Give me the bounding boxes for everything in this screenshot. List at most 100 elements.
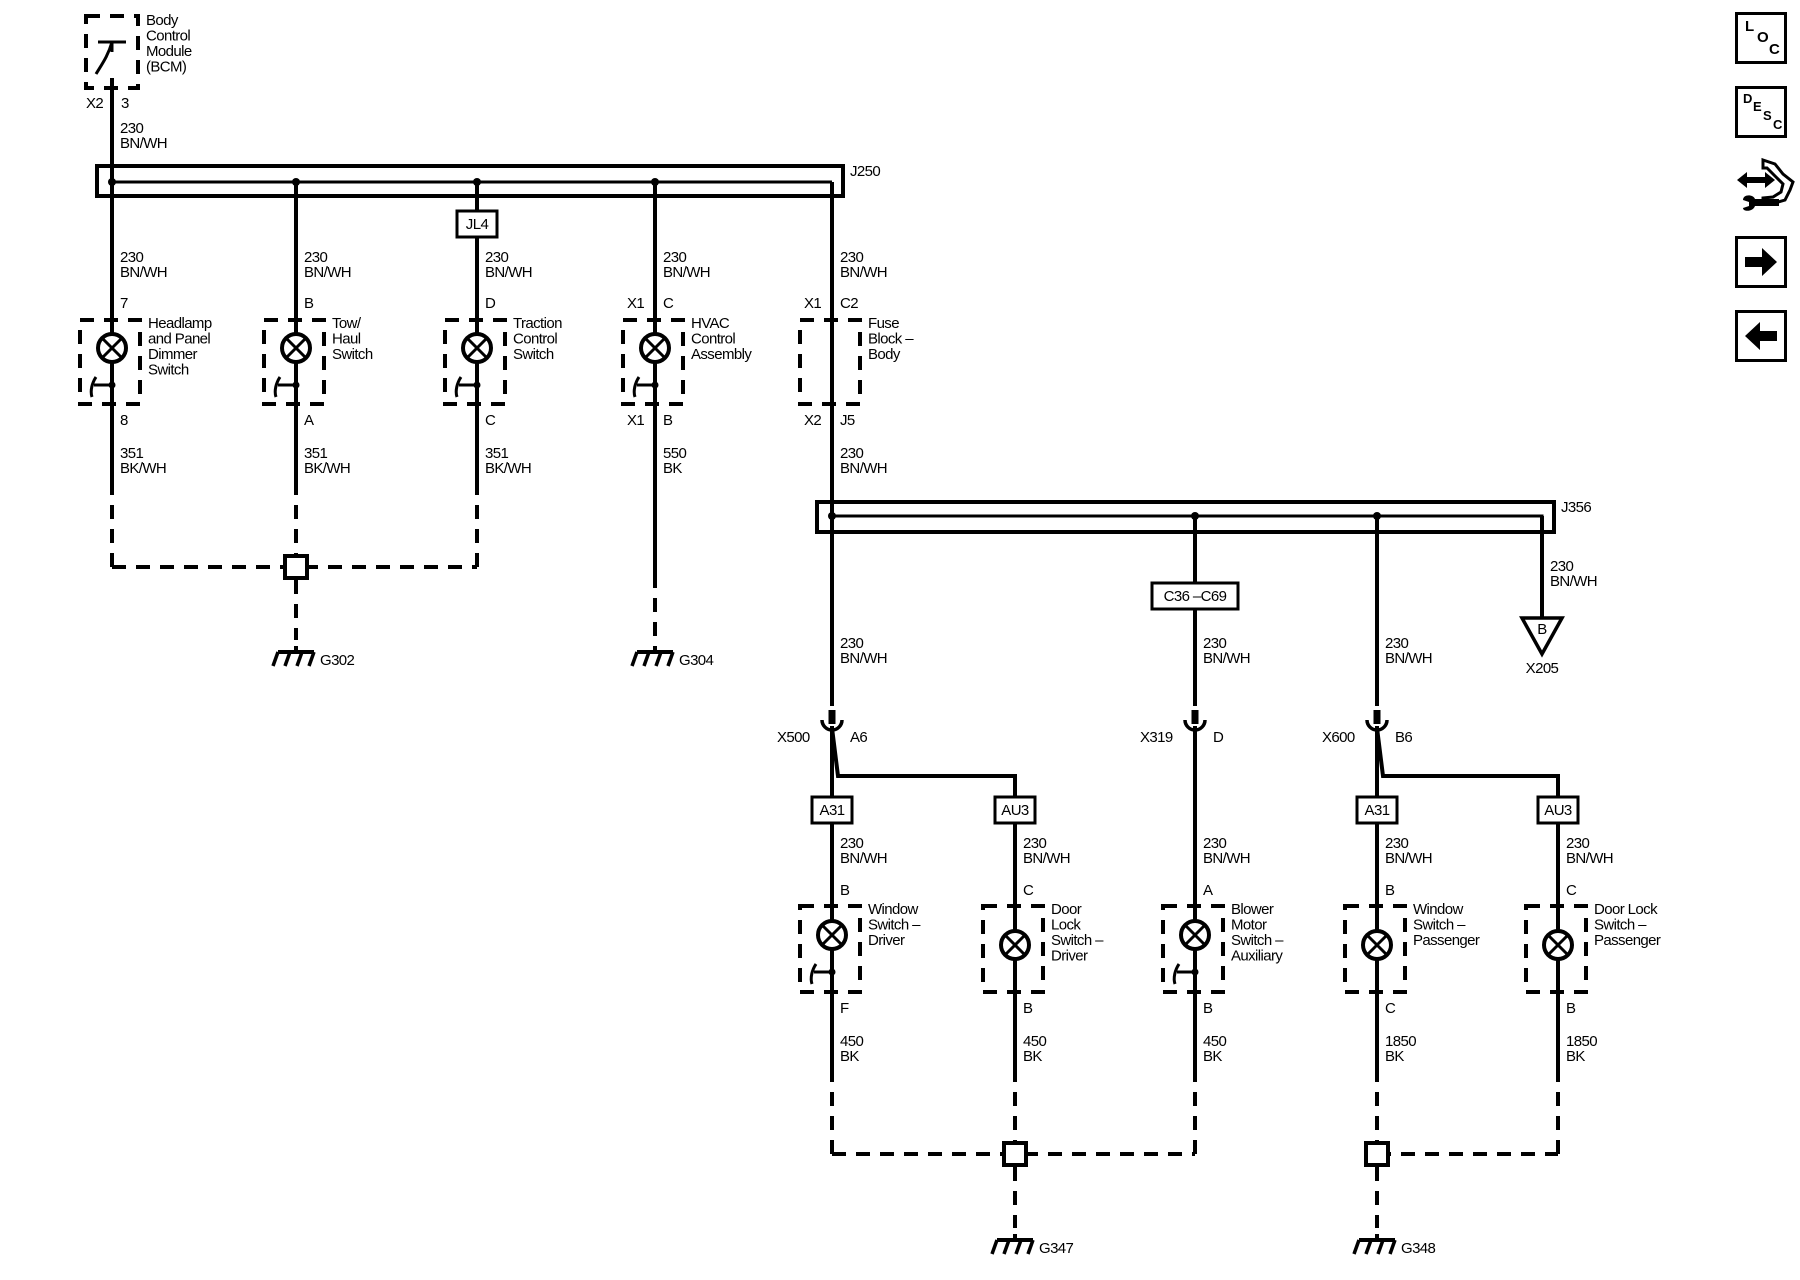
component-headlamp-output-pin: 8 (120, 412, 128, 429)
component-blower-aux-lamp-icon (1179, 919, 1211, 951)
branch-x500-fanout (830, 727, 1017, 800)
ground-hatch (630, 651, 639, 667)
lamp-cross (643, 336, 667, 360)
component-doorlock-passenger-label: Passenger (1594, 932, 1661, 949)
previous-page-button[interactable] (1735, 310, 1787, 362)
location-icon-char-l: L (1745, 18, 1755, 35)
component-doorlock-driver-label: Driver (1051, 948, 1088, 965)
component-window-passenger-label: Window (1413, 901, 1464, 918)
connector-end-view-button[interactable] (1735, 156, 1795, 216)
component-headlamp-switch-icon (89, 376, 116, 398)
ground-g302-label: G302 (320, 652, 355, 669)
branch-x600-branch-pin-label: B6 (1395, 729, 1412, 746)
branch-x319-branch-gauge-label: 230 (1203, 635, 1226, 652)
component-window-passenger-input-pin: B (1385, 882, 1395, 899)
next-page-button[interactable] (1735, 236, 1787, 288)
component-window-driver-option-label: A31 (820, 802, 845, 819)
branch-x600-branch-gauge-label: 230 (1385, 635, 1408, 652)
bcm-label: Module (146, 43, 192, 60)
branch-x500-branch-pin-label: A6 (850, 729, 867, 746)
component-hvac-output-wire-color-label: BK (663, 460, 682, 477)
lamp-cross (465, 336, 489, 360)
component-traction-label: Control (513, 331, 557, 348)
branch-x600-fanout (1375, 727, 1560, 800)
switch-node (108, 381, 116, 389)
splice-j356-label: J356 (1561, 499, 1591, 516)
component-window-driver-input-wire-color-label: BN/WH (840, 850, 887, 867)
ground-hatch (1002, 1239, 1011, 1255)
location-button[interactable]: L O C (1735, 12, 1787, 64)
component-fuse-block-output-connector: X2 (804, 412, 821, 429)
component-window-passenger-label: Switch – (1413, 917, 1466, 934)
component-window-passenger-label: Passenger (1413, 932, 1480, 949)
component-doorlock-driver-input-pin: C (1023, 882, 1034, 899)
component-traction-input-wire-color-label: BN/WH (485, 264, 532, 281)
branch-x319-branch-option-label: C36 –C69 (1164, 588, 1227, 605)
component-traction-label: Switch (513, 346, 554, 363)
component-blower-aux-output-wire-color-label: BK (1203, 1048, 1222, 1065)
ground-hatch (1352, 1239, 1361, 1255)
offpage-connector-triangle (1519, 616, 1565, 658)
component-blower-aux-label: Motor (1231, 917, 1267, 934)
switch-node (828, 968, 836, 976)
branch-x500-branch-color-label: BN/WH (840, 650, 887, 667)
component-hvac-switch-icon (632, 376, 659, 398)
ground-hatch (271, 651, 280, 667)
description-button[interactable]: D E S C (1735, 86, 1787, 138)
component-headlamp-label: Dimmer (148, 346, 197, 363)
component-blower-aux-label: Switch – (1231, 932, 1284, 949)
component-tow-haul-label: Haul (332, 331, 361, 348)
switch-node (651, 381, 659, 389)
component-doorlock-driver-input-wire-gauge-label: 230 (1023, 835, 1046, 852)
component-tow-haul-input-wire-gauge-label: 230 (304, 249, 327, 266)
component-traction-input-pin: D (485, 295, 496, 312)
component-doorlock-passenger-label: Door Lock (1594, 901, 1658, 918)
component-fuse-block-input-wire-color-label: BN/WH (840, 264, 887, 281)
component-hvac-input-wire-color-label: BN/WH (663, 264, 710, 281)
ground-hatch (307, 651, 316, 667)
ground-g302 (271, 646, 316, 667)
ground-g348-label: G348 (1401, 1240, 1436, 1257)
description-icon-char-s: S (1763, 108, 1772, 123)
branch-x319-branch-color-label: BN/WH (1203, 650, 1250, 667)
bcm-label: Body (146, 12, 179, 29)
component-traction-label: Traction (513, 315, 562, 332)
component-tow-haul-output-pin: A (304, 412, 314, 429)
component-hvac-output-wire-gauge-label: 550 (663, 445, 686, 462)
component-hvac-input-connector: X1 (627, 295, 644, 312)
component-blower-aux-label: Auxiliary (1231, 948, 1283, 965)
component-fuse-block-output-wire-color-label: BN/WH (840, 460, 887, 477)
component-blower-aux-input-wire-color-label: BN/WH (1203, 850, 1250, 867)
component-tow-haul-output-wire-color-label: BK/WH (304, 460, 350, 477)
component-doorlock-passenger-option-label: AU3 (1544, 802, 1572, 819)
switch-contact (1172, 963, 1195, 985)
component-traction-option-label-box (455, 209, 499, 239)
component-window-passenger-output-pin: C (1385, 1000, 1396, 1017)
component-fuse-block-output-pin: J5 (840, 412, 855, 429)
component-headlamp-input-wire-color-label: BN/WH (120, 264, 167, 281)
lamp-cross (1365, 933, 1389, 957)
description-icon-char-c: C (1773, 117, 1783, 132)
component-fuse-block-label: Fuse (868, 315, 899, 332)
branch-x205-branch-color-label: BN/WH (1550, 573, 1597, 590)
ground-hatch (654, 651, 663, 667)
component-doorlock-passenger-input-wire-color-label: BN/WH (1566, 850, 1613, 867)
branch-x600-branch-color-label: BN/WH (1385, 650, 1432, 667)
component-hvac-output-connector: X1 (627, 412, 644, 429)
switch-node (1191, 968, 1199, 976)
switch-contact (809, 963, 832, 985)
component-window-driver-switch-icon (809, 963, 836, 985)
arrow-left-icon (1745, 322, 1777, 350)
component-window-passenger-output-wire-gauge-label: 1850 (1385, 1033, 1416, 1050)
component-traction-lamp-icon (461, 332, 493, 364)
description-icon-char-d: D (1743, 91, 1753, 106)
bcm-switch-symbol (94, 40, 126, 75)
branch-x319-branch-pin-label: D (1213, 729, 1224, 746)
lamp-cross (100, 336, 124, 360)
branch-x500-branch-gauge-label: 230 (840, 635, 863, 652)
ground-splice-g302 (283, 554, 309, 580)
branch-x205-branch-connector-label: X205 (1526, 660, 1559, 677)
component-doorlock-driver-label: Switch – (1051, 932, 1104, 949)
lamp-cross (1003, 933, 1027, 957)
component-window-driver-lamp-icon (816, 919, 848, 951)
